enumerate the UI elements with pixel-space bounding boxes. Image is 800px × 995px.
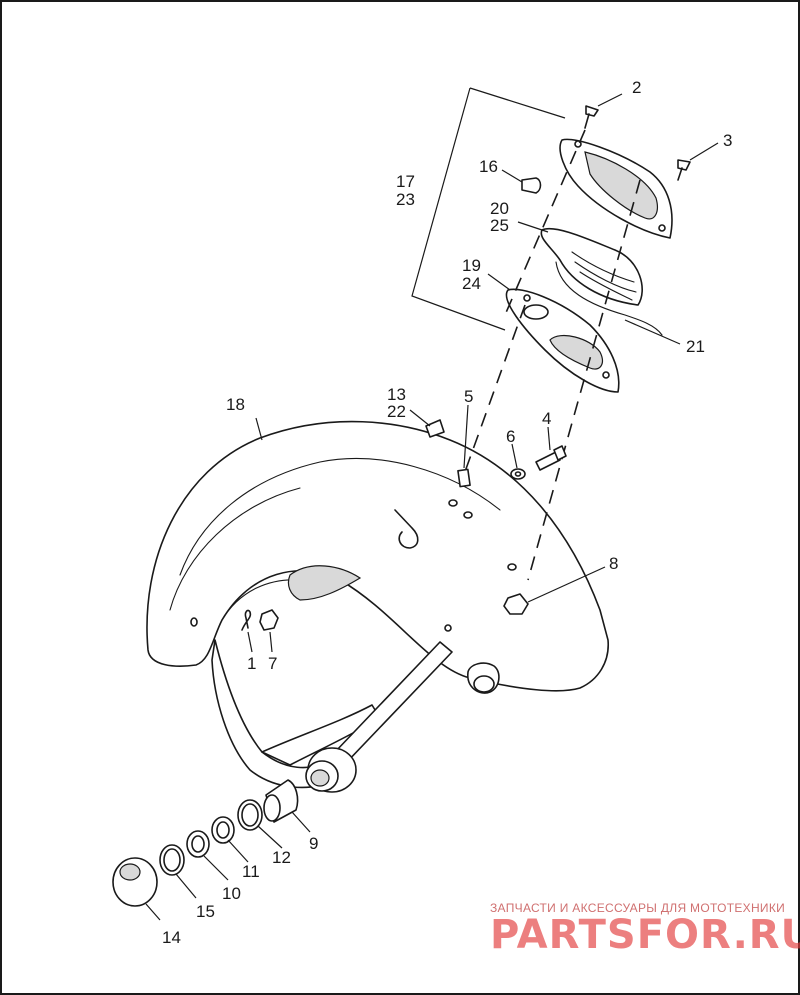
part-label-12: 12 [272,848,291,867]
part-label-24: 24 [462,274,481,293]
part-label-7: 7 [268,654,277,673]
part-label-16: 16 [479,157,498,176]
alignment-line-right [527,179,641,581]
part-label-18: 18 [226,395,245,414]
part-label-25: 25 [490,216,509,235]
part-label-10: 10 [222,884,241,903]
alignment-line-left [461,304,526,481]
part-label-1: 1 [247,654,256,673]
part-label-19: 19 [462,256,481,275]
watermark: ЗАПЧАСТИ И АКСЕССУАРЫ ДЛЯ МОТОТЕХНИКИ PA… [490,901,800,958]
part-label-3: 3 [723,131,732,150]
part-label-22: 22 [387,402,406,421]
watermark-subtitle: ЗАПЧАСТИ И АКСЕССУАРЫ ДЛЯ МОТОТЕХНИКИ [490,901,785,915]
part-labels: 2 3 16 17 23 20 25 19 24 21 13 22 5 18 4… [162,78,732,947]
part-label-20: 20 [490,199,509,218]
part-label-9: 9 [309,834,318,853]
alignment-line-mid [504,129,586,316]
lamp-assembly [411,87,691,393]
part-label-14: 14 [162,928,181,947]
part-label-2: 2 [632,78,641,97]
axle-parts [112,779,299,907]
part-label-21: 21 [686,337,705,356]
front-fender [146,420,609,793]
watermark-brand: PARTSFOR.RU [490,912,800,958]
part-label-23: 23 [396,190,415,209]
part-label-13: 13 [387,385,406,404]
part-label-17: 17 [396,172,415,191]
leader-lines [145,93,719,921]
fasteners [241,419,567,631]
part-label-5: 5 [464,387,473,406]
part-label-6: 6 [506,427,515,446]
part-label-4: 4 [542,409,551,428]
part-label-8: 8 [609,554,618,573]
part-label-15: 15 [196,902,215,921]
part-label-11: 11 [242,862,260,881]
